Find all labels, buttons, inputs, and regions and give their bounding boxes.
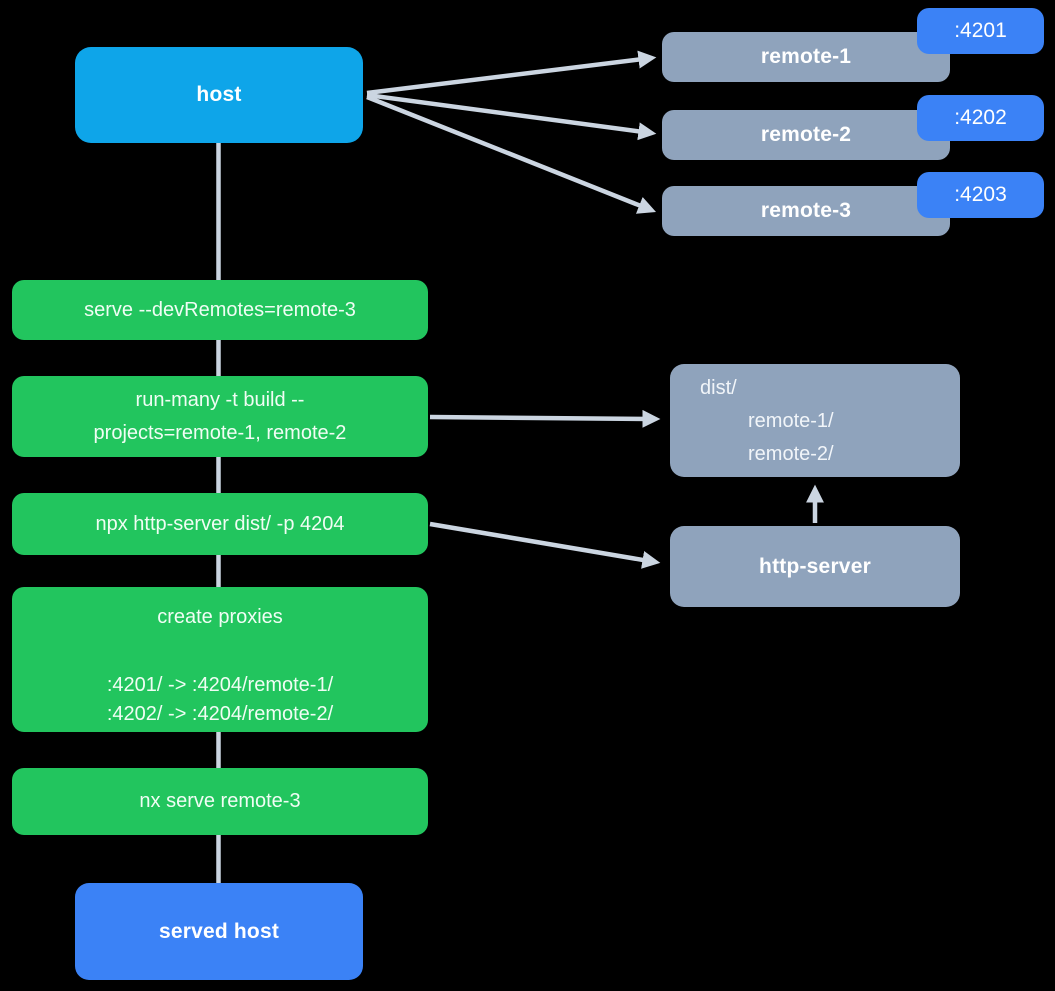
dist-remote-1-line: remote-1/	[748, 410, 834, 432]
edge-serve-http-server	[429, 521, 661, 569]
remote-3-label: remote-3	[760, 199, 852, 222]
port-badge-4203: :4203	[917, 172, 1044, 218]
edge-host-remote-1	[366, 50, 657, 96]
edge-build-dist	[429, 409, 661, 428]
command-text-line-2: projects=remote-1, remote-2	[93, 421, 347, 444]
proxy-mapping-1: :4201/ -> :4204/remote-1/	[106, 674, 334, 696]
command-create-proxies: create proxies :4201/ -> :4204/remote-1/…	[12, 587, 428, 732]
port-4201-label: :4201	[954, 19, 1007, 42]
remote-1-node: remote-1	[662, 32, 950, 82]
command-text: serve --devRemotes=remote-3	[84, 298, 356, 321]
port-4203-label: :4203	[954, 183, 1007, 206]
remote-3-node: remote-3	[662, 186, 950, 236]
command-text: nx serve remote-3	[139, 790, 301, 812]
edge-host-remote-3	[366, 94, 657, 214]
port-4202-label: :4202	[954, 106, 1007, 129]
remote-2-label: remote-2	[760, 123, 852, 146]
command-run-many-build: run-many -t build -- projects=remote-1, …	[12, 376, 428, 457]
edge-host-remote-2	[366, 92, 657, 141]
command-serve-devremotes: serve --devRemotes=remote-3	[12, 280, 428, 340]
host-node: host	[75, 47, 363, 143]
dist-folder-node: dist/ remote-1/ remote-2/	[670, 364, 960, 477]
host-label: host	[196, 83, 242, 106]
http-server-node: http-server	[670, 526, 960, 607]
port-badge-4202: :4202	[917, 95, 1044, 141]
remote-2-node: remote-2	[662, 110, 950, 160]
dist-remote-2-line: remote-2/	[748, 443, 834, 465]
http-server-label: http-server	[759, 554, 871, 578]
command-text-line-1: run-many -t build --	[135, 388, 305, 411]
command-nx-serve-remote-3: nx serve remote-3	[12, 768, 428, 835]
proxy-mapping-2: :4202/ -> :4204/remote-2/	[106, 703, 334, 725]
remote-1-label: remote-1	[760, 45, 852, 68]
port-badge-4201: :4201	[917, 8, 1044, 54]
create-proxies-title: create proxies	[157, 606, 283, 628]
served-host-node: served host	[75, 883, 363, 980]
command-npx-http-server: npx http-server dist/ -p 4204	[12, 493, 428, 555]
dist-root-line: dist/	[700, 377, 737, 399]
command-text: npx http-server dist/ -p 4204	[95, 512, 345, 535]
served-host-label: served host	[158, 919, 280, 943]
